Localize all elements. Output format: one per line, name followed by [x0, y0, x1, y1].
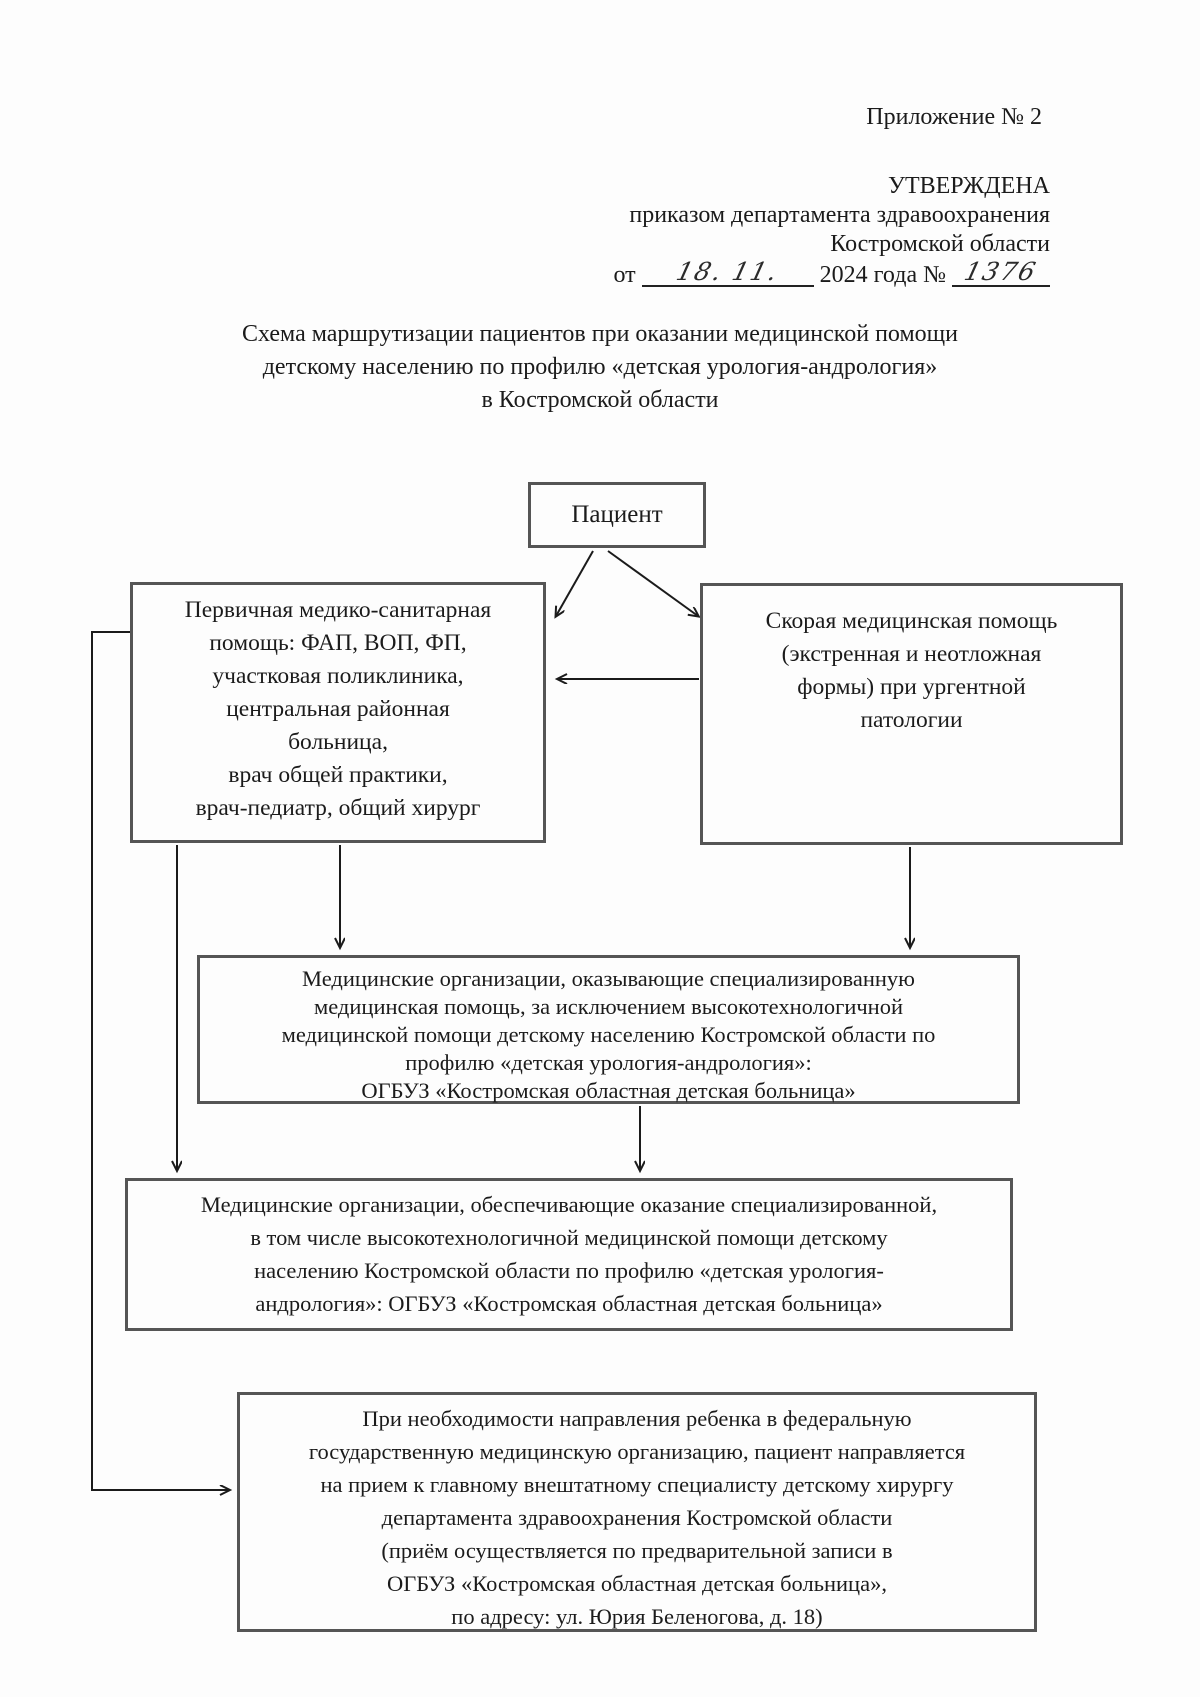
- federal-referral-box: При необходимости направления ребенка в …: [237, 1392, 1037, 1632]
- approved-by-line1: приказом департамента здравоохранения: [629, 202, 1050, 228]
- specialized-care-box: Медицинские организации, оказывающие спе…: [197, 955, 1020, 1104]
- date-blank-field: 18. 11.: [641, 257, 814, 287]
- date-prefix-label: от: [613, 262, 636, 288]
- primary-care-box: Первичная медико-санитарная помощь: ФАП,…: [130, 582, 546, 843]
- patient-box: Пациент: [528, 482, 706, 548]
- order-date-line: от 18. 11. 2024 года № 1376: [613, 257, 1050, 290]
- handwritten-date: 18. 11.: [673, 257, 783, 286]
- hightech-care-box: Медицинские организации, обеспечивающие …: [125, 1178, 1013, 1331]
- approved-by-line2: Костромской области: [830, 231, 1050, 257]
- approval-block: УТВЕРЖДЕНА приказом департамента здравоо…: [613, 172, 1050, 290]
- page-title: Схема маршрутизации пациентов при оказан…: [241, 321, 958, 413]
- appendix-label: Приложение № 2: [866, 104, 1042, 130]
- arrow-patient-to-ambulance: [607, 550, 698, 616]
- approved-stamp: УТВЕРЖДЕНА: [887, 173, 1050, 199]
- ambulance-box: Скорая медицинская помощь (экстренная и …: [700, 583, 1123, 845]
- arrow-patient-to-primary-care: [556, 550, 594, 616]
- number-blank-field: 1376: [952, 257, 1050, 287]
- handwritten-order-number: 1376: [961, 257, 1041, 286]
- year-number-label: 2024 года №: [819, 262, 946, 288]
